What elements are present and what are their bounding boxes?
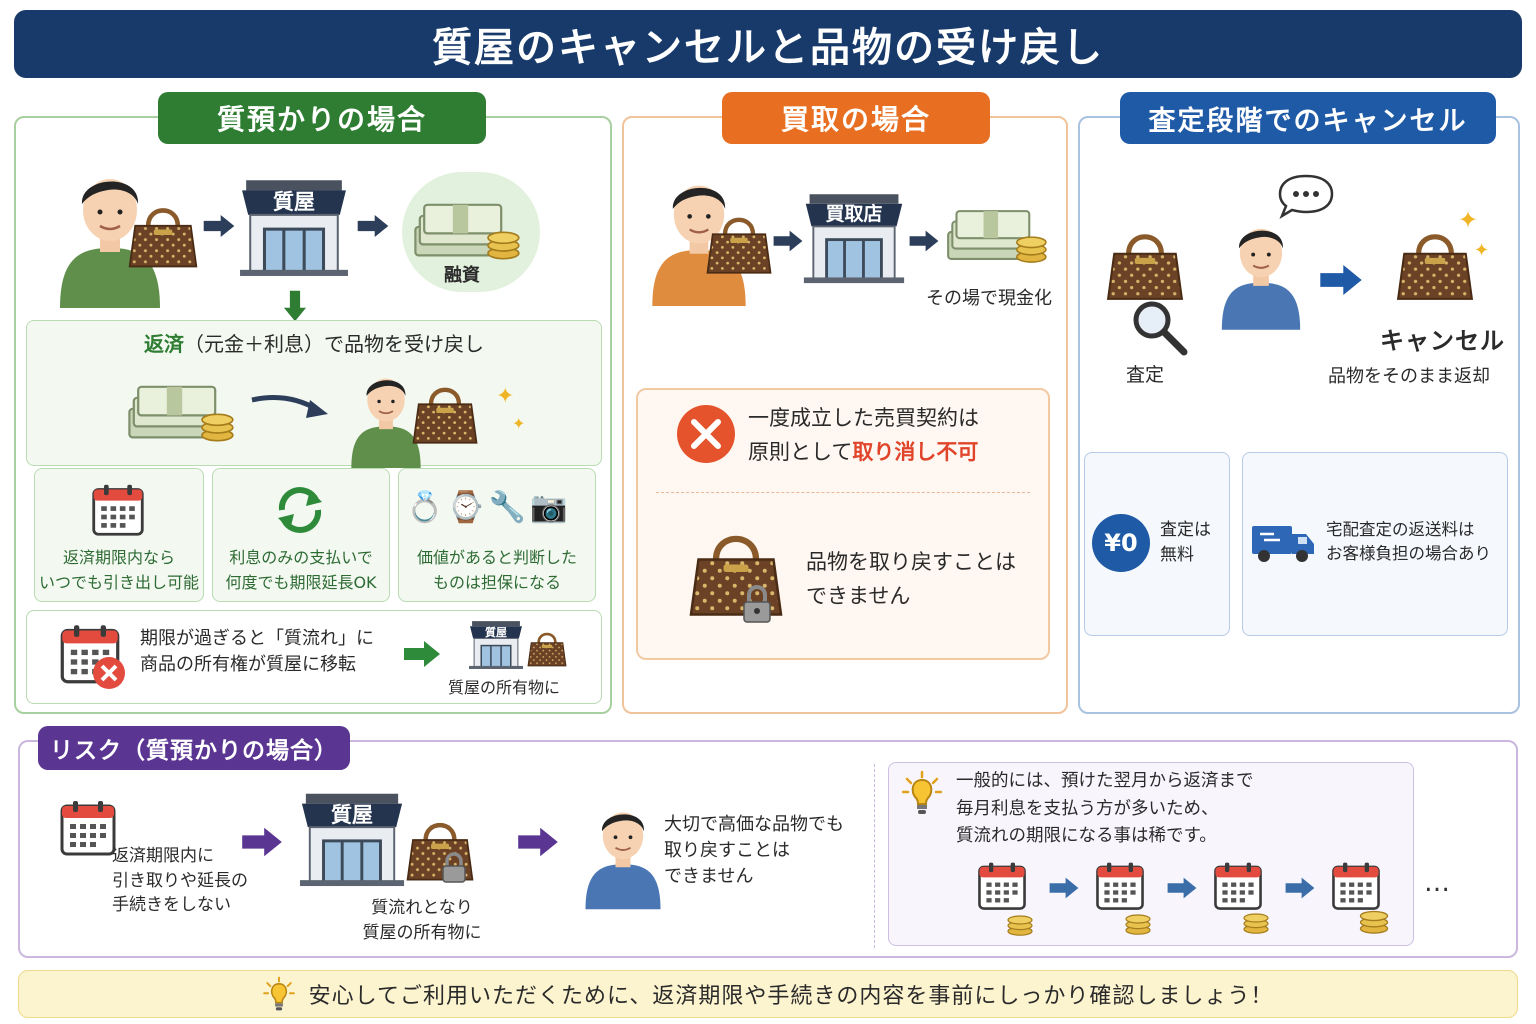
feature-text: 価値があると判断したものは担保になる xyxy=(416,548,577,592)
cancel-label: キャンセル xyxy=(1380,327,1505,355)
no-cancel-highlight: 取り消し不可 xyxy=(852,439,979,464)
arrow-right-icon xyxy=(404,641,440,667)
repay-prefix: 返済 xyxy=(144,332,184,356)
footer-text: 安心してご利用いただくために、返済期限や手続きの内容を事前にしっかり確認しましょ… xyxy=(308,984,1274,1009)
speech-bubble-icon xyxy=(1278,174,1334,219)
pawn-section-label: 質預かりの場合 xyxy=(158,92,486,144)
arrow-right-icon xyxy=(203,214,235,238)
arrow-right-icon xyxy=(1285,877,1315,899)
lightbulb-icon xyxy=(262,976,295,1012)
repay-text: 返済（元金＋利息）で品物を受け戻し xyxy=(26,330,602,359)
divider xyxy=(656,492,1030,493)
handbag-icon xyxy=(704,206,774,280)
arrow-right-icon xyxy=(357,214,389,238)
risk-step1-text: 返済期限内に引き取りや延長の手続きをしない xyxy=(112,846,248,916)
risk-step3-text: 大切で高価な品物でも取り戻すことはできません xyxy=(664,814,844,888)
sparkle-icon: ✦ xyxy=(1458,206,1479,234)
thinking-person-icon xyxy=(1220,227,1302,331)
lock-icon xyxy=(743,585,771,623)
sad-person-icon xyxy=(584,811,662,910)
valuables-icons: 💍⌚🔧📷 xyxy=(406,490,571,525)
arrow-right-icon xyxy=(909,230,939,252)
arrow-right-icon xyxy=(242,827,282,857)
handbag-icon xyxy=(410,376,480,450)
renew-cycle-icon xyxy=(278,487,322,533)
risk-section-label: リスク（質預かりの場合） xyxy=(38,726,350,770)
pawnshop-icon xyxy=(238,178,350,278)
lightbulb-icon xyxy=(902,770,942,816)
risk-step2-text: 質流れとなり質屋の所有物に xyxy=(362,898,482,943)
magnifier-icon xyxy=(1133,301,1188,356)
yen-badge: ¥0 xyxy=(1092,514,1150,572)
divider xyxy=(874,764,875,948)
pawnshop-sign: 質屋 xyxy=(485,626,507,639)
watch-icon: ⌚ xyxy=(447,490,489,525)
coins-icon xyxy=(1359,910,1389,934)
arrow-down-icon xyxy=(283,290,307,322)
buyshop-icon xyxy=(802,192,906,285)
arrow-right-icon xyxy=(518,827,558,857)
no-return-text: 品物を取り戻すことはできません xyxy=(806,550,1016,608)
risk-note-box xyxy=(888,762,1414,946)
footer-tip: 安心してご利用いただくために、返済期限や手続きの内容を事前にしっかり確認しましょ… xyxy=(18,970,1518,1018)
appraise-label: 査定 xyxy=(1126,364,1165,386)
shipping-text: 宅配査定の返送料はお客様負担の場合あり xyxy=(1326,520,1491,563)
repay-rest: （元金＋利息）で品物を受け戻し xyxy=(184,332,484,356)
arrow-right-icon xyxy=(1320,265,1362,295)
coins-icon xyxy=(1125,914,1151,935)
calendar-icon xyxy=(60,799,116,856)
sparkle-icon: ✦ xyxy=(496,384,515,409)
pawnshop-sign: 質屋 xyxy=(331,803,373,827)
buy-rule-text: 一度成立した売買契約は 原則として取り消し不可 xyxy=(748,406,979,464)
calendar-icon xyxy=(92,483,144,536)
curved-arrow-icon xyxy=(251,395,328,418)
feature-text: 利息のみの支払いで何度でも期限延長OK xyxy=(225,548,377,592)
cancel-sub: 品物をそのまま返却 xyxy=(1328,366,1490,387)
free-text: 査定は無料 xyxy=(1160,520,1211,565)
feature-card xyxy=(398,468,596,602)
repay-box xyxy=(26,320,602,466)
buyshop-sign: 買取店 xyxy=(825,203,883,225)
expire-result: 質屋の所有物に xyxy=(448,678,561,697)
money-icon xyxy=(414,203,520,260)
expire-text: 期限が過ぎると「質流れ」に商品の所有権が質屋に移転 xyxy=(140,628,374,676)
page-title: 質屋のキャンセルと品物の受け戻し xyxy=(14,10,1522,78)
arrow-right-icon xyxy=(1167,877,1197,899)
ellipsis: … xyxy=(1424,868,1452,898)
money-icon xyxy=(947,210,1047,264)
delivery-truck-icon xyxy=(1252,526,1314,562)
handbag-icon xyxy=(526,632,568,668)
arrow-right-icon xyxy=(1049,877,1079,899)
camera-icon: 📷 xyxy=(530,490,572,525)
handbag-icon xyxy=(1104,218,1186,310)
appraisal-section-label: 査定段階でのキャンセル xyxy=(1120,92,1496,144)
feature-text: 返済期限内ならいつでも引き出し可能 xyxy=(38,548,199,592)
no-cancel-icon xyxy=(677,405,735,463)
loan-label: 融資 xyxy=(444,265,480,286)
cross-icon xyxy=(93,657,125,689)
risk-note-text: 一般的には、預けた翌月から返済まで毎月利息を支払う方が多いため、質流れの期限にな… xyxy=(956,771,1254,847)
pawnshop-icon xyxy=(298,792,406,888)
coins-icon xyxy=(1007,915,1033,936)
handbag-icon xyxy=(126,196,200,274)
money-icon xyxy=(128,385,234,442)
ring-icon: 💍 xyxy=(406,490,448,525)
coins-icon xyxy=(1243,913,1269,934)
sparkle-icon: ✦ xyxy=(1474,240,1490,261)
buy-section-label: 買取の場合 xyxy=(722,92,990,144)
cash-label: その場で現金化 xyxy=(926,288,1052,309)
lock-icon xyxy=(442,852,466,883)
drill-icon: 🔧 xyxy=(488,490,531,525)
pawnshop-sign: 質屋 xyxy=(273,190,315,214)
arrow-right-icon xyxy=(773,230,803,252)
sparkle-icon: ✦ xyxy=(512,414,526,433)
pawnshop-icon xyxy=(468,620,524,670)
